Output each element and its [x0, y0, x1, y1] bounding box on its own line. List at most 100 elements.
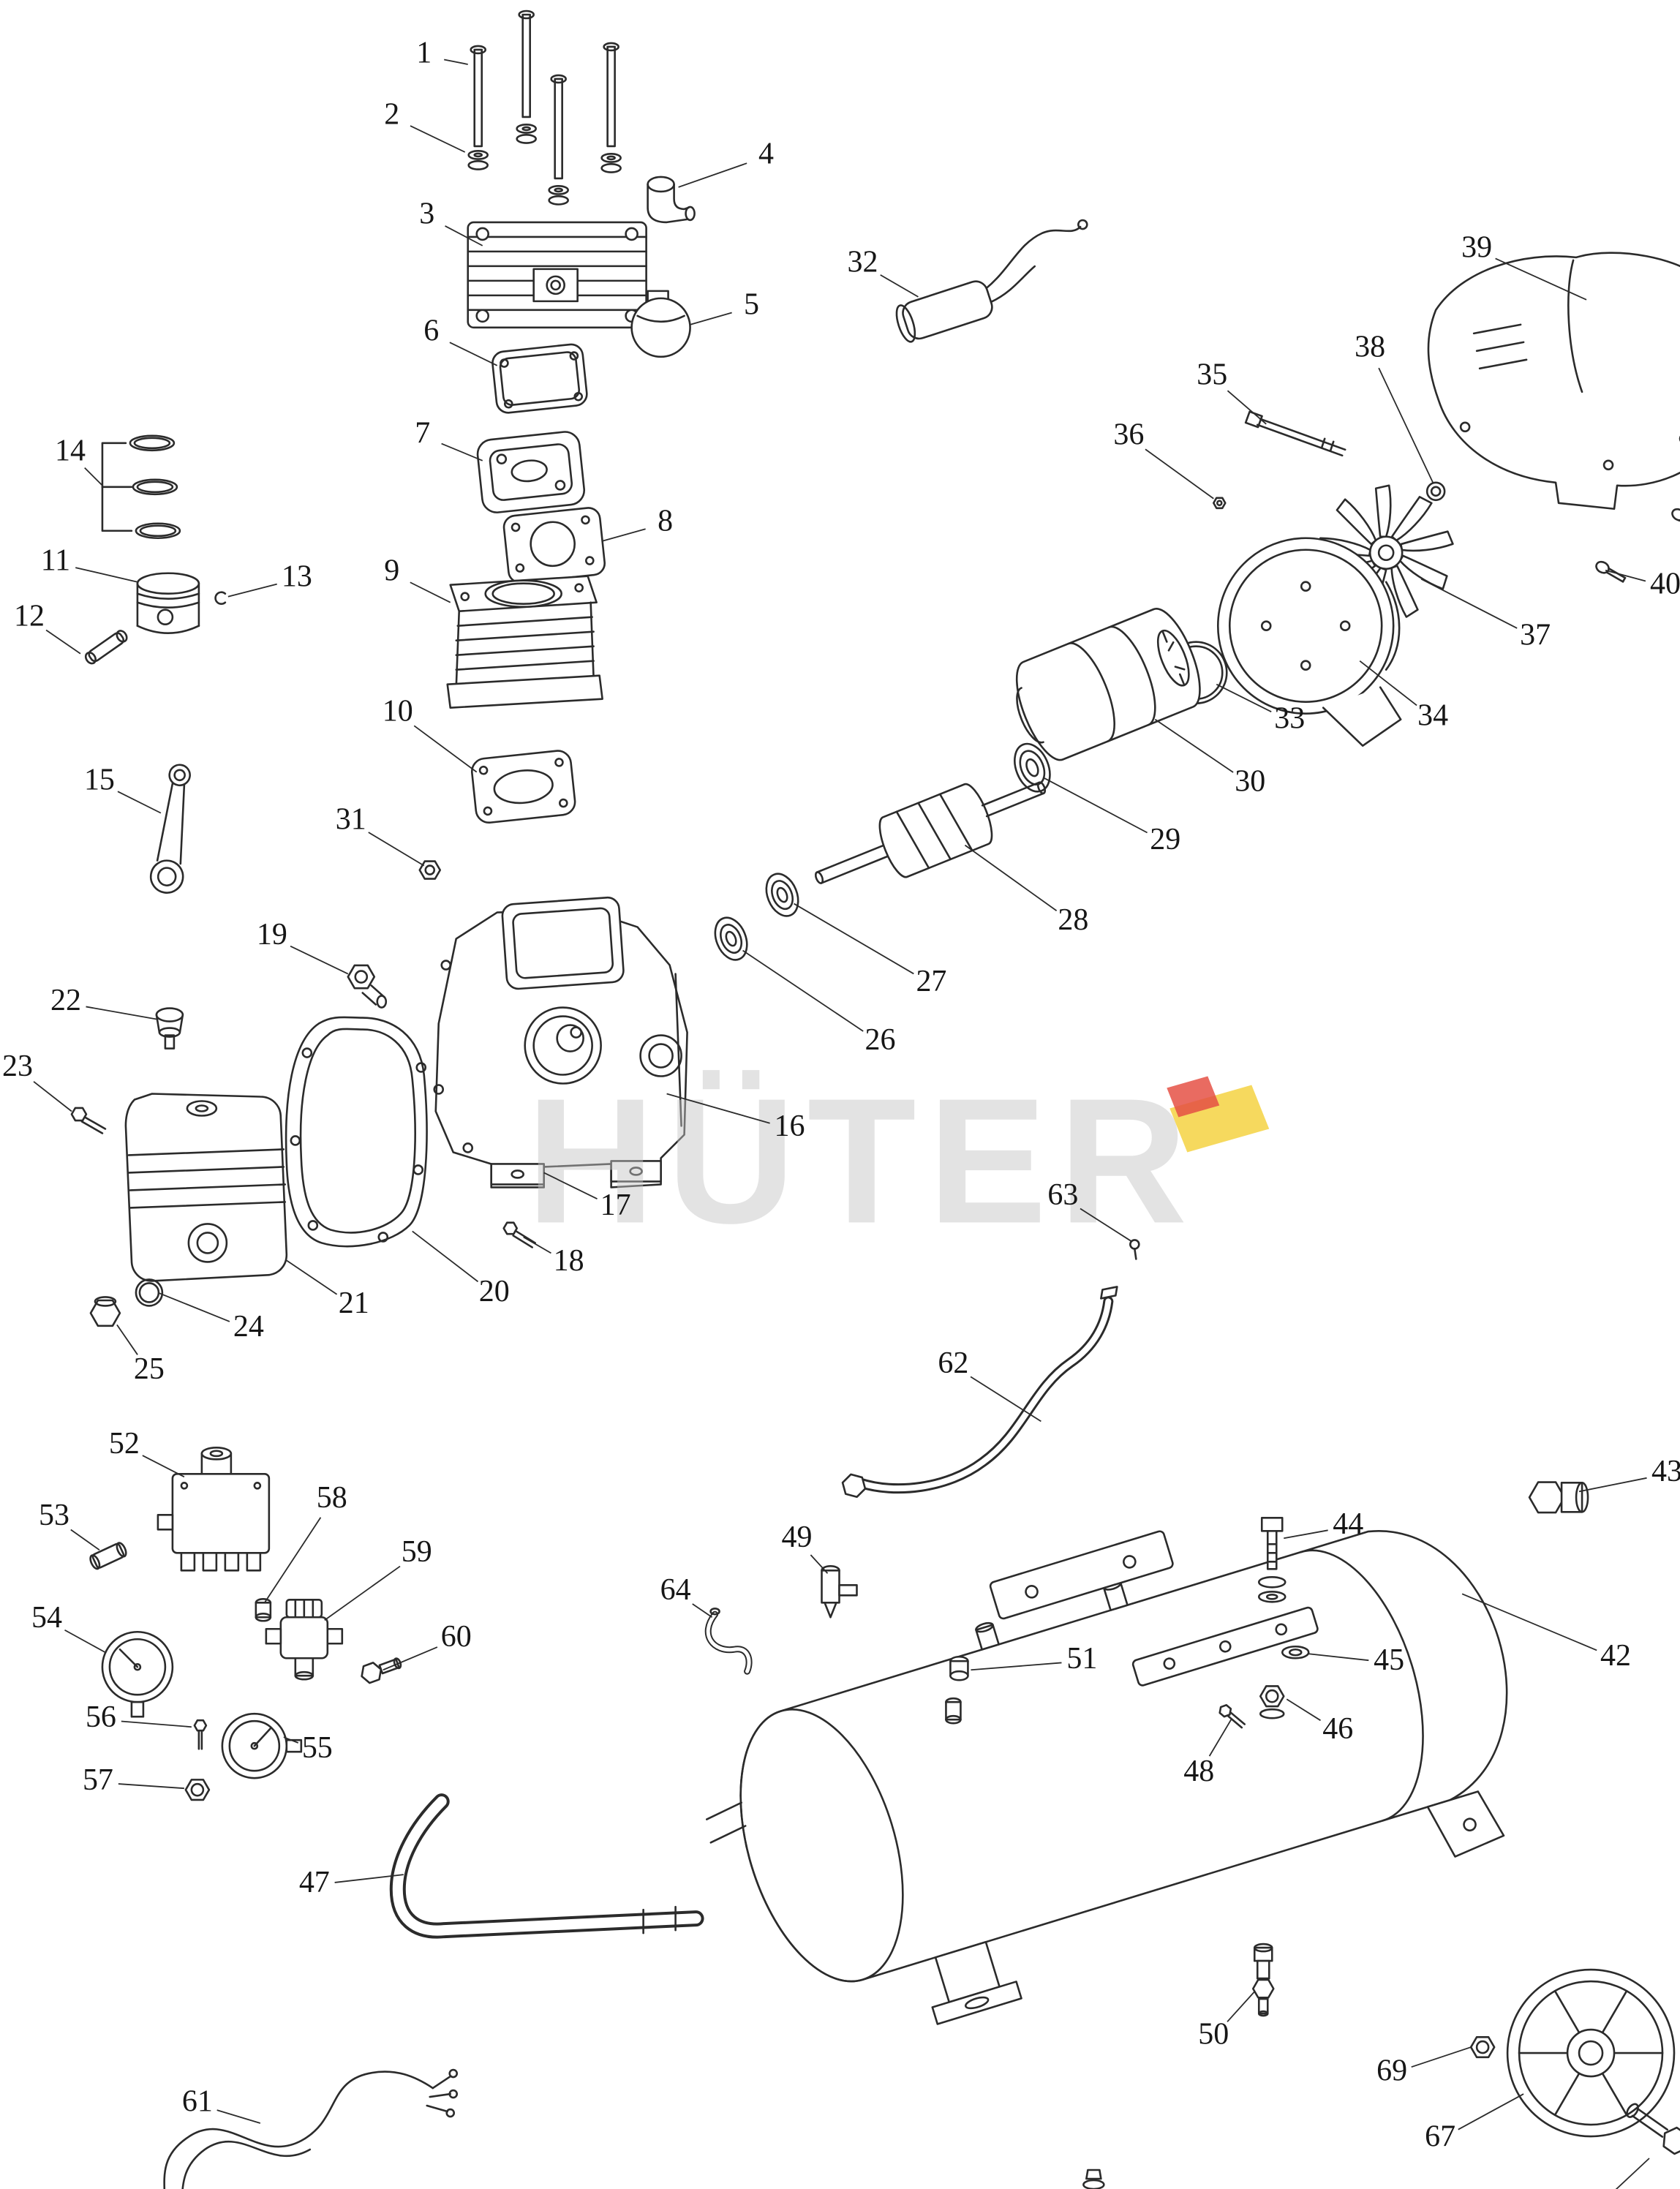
leader-line-58 [264, 1517, 322, 1603]
part-number-39: 39 [1461, 231, 1492, 265]
leader-line-23 [33, 1081, 72, 1112]
leader-line-3 [445, 225, 483, 246]
fittings-51 [945, 1655, 969, 1725]
part-number-20: 20 [479, 1275, 510, 1308]
leader-line-8 [602, 528, 646, 542]
head-bolts [470, 10, 619, 180]
screw-48 [1218, 1703, 1246, 1729]
part-number-19: 19 [257, 918, 287, 952]
tank-strap [989, 1530, 1174, 1620]
part-number-52: 52 [109, 1427, 140, 1461]
screw-23 [70, 1107, 107, 1134]
handle [389, 1793, 704, 1939]
head-washers [467, 124, 622, 206]
part-number-27: 27 [916, 965, 946, 998]
connecting-rod [149, 764, 191, 894]
part-number-23: 23 [2, 1050, 33, 1083]
fitting-49 [821, 1564, 858, 1619]
leader-line-4 [678, 162, 747, 188]
leader-line-60 [383, 1646, 438, 1671]
cylinder [446, 575, 603, 709]
leader-line-16 [666, 1093, 770, 1124]
leader-line-14 [84, 467, 103, 486]
part-number-11: 11 [41, 543, 70, 577]
part-number-3: 3 [419, 197, 434, 231]
base-gasket [470, 750, 576, 824]
leader-line-53 [70, 1529, 100, 1551]
rotor-shaft [814, 781, 1047, 884]
leader-line-62 [970, 1376, 1041, 1423]
nut-31 [418, 860, 442, 880]
motor-housing [1216, 537, 1402, 747]
air-tank [706, 1529, 1508, 2025]
nut-36 [1212, 497, 1227, 510]
part-number-26: 26 [865, 1023, 895, 1057]
part-number-18: 18 [554, 1244, 584, 1278]
leader-line-32 [880, 274, 919, 298]
leader-line-45 [1308, 1653, 1369, 1662]
leader-line-29 [1043, 777, 1148, 834]
leader-line-15 [117, 791, 162, 814]
leader-line-5 [690, 312, 732, 325]
leader-line-68 [1615, 2158, 1650, 2189]
fitting-60 [361, 1657, 402, 1684]
part-number-15: 15 [84, 763, 115, 796]
leader-line-6 [449, 342, 498, 366]
leader-lines [33, 59, 1680, 2189]
leader-line-43 [1578, 1477, 1647, 1493]
part-number-44: 44 [1333, 1507, 1363, 1541]
leader-line-2 [410, 125, 466, 153]
leader-line-61 [216, 2109, 261, 2124]
part-number-6: 6 [423, 314, 439, 347]
part-number-62: 62 [938, 1346, 968, 1380]
part-number-1: 1 [416, 37, 432, 70]
leader-line-46 [1286, 1698, 1321, 1722]
leader-line-25 [116, 1324, 138, 1355]
leader-line-50 [1227, 1991, 1255, 2022]
leader-line-52 [142, 1455, 185, 1478]
part-number-13: 13 [282, 560, 312, 593]
cylinder-gasket [502, 507, 606, 584]
part-number-42: 42 [1600, 1639, 1631, 1673]
part-number-24: 24 [233, 1310, 264, 1344]
leader-line-33 [1216, 683, 1272, 712]
part-number-69: 69 [1376, 2054, 1407, 2088]
through-bolt-35 [1244, 410, 1346, 457]
part-number-4: 4 [758, 137, 774, 171]
valve-plate [476, 431, 586, 513]
part-number-22: 22 [50, 984, 81, 1017]
part-number-25: 25 [134, 1352, 165, 1386]
part-number-50: 50 [1198, 2018, 1229, 2052]
part-number-21: 21 [339, 1286, 369, 1320]
drain-valve [1251, 1943, 1275, 2017]
breather-plug [155, 1007, 184, 1050]
leader-line-67 [1458, 2093, 1524, 2130]
bearing-27 [765, 873, 799, 917]
rubber-foot [1082, 2169, 1105, 2189]
washer-38 [1425, 481, 1446, 502]
part-number-28: 28 [1058, 903, 1088, 937]
tube-64 [704, 1607, 753, 1675]
leader-line-24 [157, 1292, 230, 1322]
part-number-63: 63 [1047, 1178, 1078, 1212]
elbow-fitting [647, 176, 696, 224]
part-number-37: 37 [1520, 618, 1551, 652]
part-number-9: 9 [384, 554, 399, 587]
leader-line-20 [412, 1230, 479, 1283]
leader-line-55 [283, 1736, 299, 1744]
leader-line-21 [286, 1259, 338, 1295]
leader-line-36 [1145, 448, 1214, 500]
bolt-56 [193, 1719, 208, 1750]
part-number-61: 61 [182, 2085, 213, 2119]
leader-line-64 [692, 1603, 713, 1619]
part-number-14: 14 [55, 434, 86, 467]
piston-rings [101, 434, 181, 540]
part-number-2: 2 [384, 98, 399, 132]
pressure-switch [157, 1447, 271, 1572]
mounting-plate [1131, 1606, 1319, 1687]
part-labels: 1234567891011121314151617181920212223242… [2, 37, 1680, 2154]
part-number-40: 40 [1650, 567, 1680, 600]
leader-line-56 [121, 1720, 192, 1728]
part-number-8: 8 [658, 504, 673, 538]
